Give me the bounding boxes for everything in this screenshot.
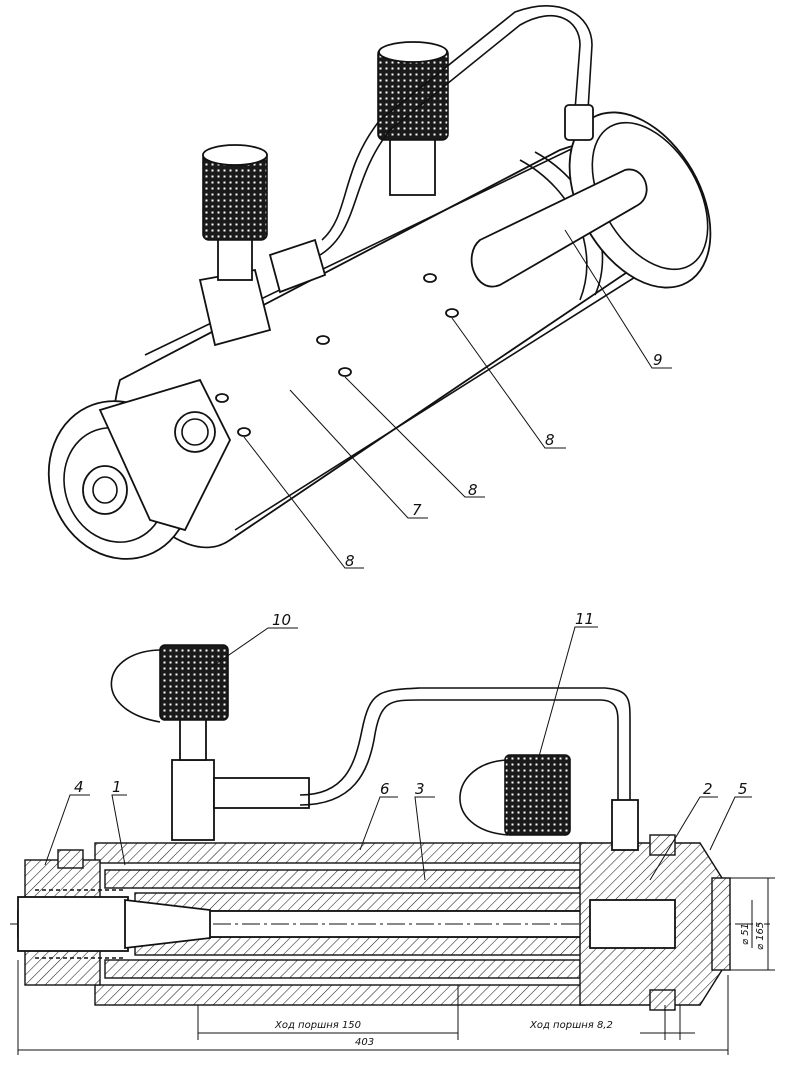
dim-label-overall: 403 xyxy=(355,1037,374,1048)
left-end-bore xyxy=(82,465,128,515)
piston-3-bottom xyxy=(104,959,581,979)
right-cap-bottom xyxy=(649,989,676,1011)
leader-3 xyxy=(414,796,435,881)
callout-8-a: 8 xyxy=(345,552,355,570)
cylinder-wall-bottom xyxy=(94,984,586,1006)
leader-10 xyxy=(209,627,298,669)
valve-10-guard xyxy=(110,649,163,723)
tube-end-fitting xyxy=(564,104,594,141)
callout-10: 10 xyxy=(272,611,291,629)
left-nut xyxy=(57,849,84,869)
dim-label-stroke-8-2: Ход поршня 8,2 xyxy=(529,1020,613,1031)
leader-2 xyxy=(649,796,718,881)
piston-3-top xyxy=(104,869,581,889)
valve-right-stem xyxy=(389,134,436,196)
callout-7: 7 xyxy=(412,501,422,519)
callout-5: 5 xyxy=(738,780,748,798)
dim-label-dia-outer: ⌀ 165 xyxy=(755,922,766,950)
callout-9: 9 xyxy=(653,351,663,369)
hole-upper-2 xyxy=(423,273,437,283)
callout-2: 2 xyxy=(703,780,713,798)
leader-9 xyxy=(564,229,672,369)
right-flange xyxy=(711,877,731,971)
valve-11-guard xyxy=(459,759,509,836)
callout-6: 6 xyxy=(380,780,390,798)
rod-top xyxy=(134,892,596,912)
flange-port xyxy=(174,411,216,453)
valve-10-knob xyxy=(159,644,229,721)
valve-right-cap xyxy=(378,41,448,63)
dim-label-dia-inner: ⌀ 51 xyxy=(740,923,751,945)
piston-rod-9 xyxy=(470,168,648,288)
isometric-view: 9 8 8 7 8 xyxy=(47,5,712,570)
section-view: 10 11 4 1 6 3 2 5 Ход поршня 150 Ход пор… xyxy=(10,610,775,1055)
hole-upper-3 xyxy=(215,393,229,403)
leader-5 xyxy=(709,796,752,851)
valve-10-stem xyxy=(179,714,207,761)
leader-6 xyxy=(359,796,398,851)
cone-insert xyxy=(124,898,211,950)
leader-8-a xyxy=(243,436,364,569)
hole-8-b xyxy=(338,367,352,377)
callout-11: 11 xyxy=(575,610,594,628)
cylinder-bottom-edge xyxy=(234,254,671,531)
valve-10-body xyxy=(171,759,215,841)
section-tube-outer xyxy=(299,687,631,840)
leader-8-c xyxy=(451,317,566,449)
tube-down-fitting xyxy=(611,799,639,851)
right-cap-top xyxy=(649,834,676,856)
leader-4 xyxy=(44,794,90,866)
right-piston-2 xyxy=(589,899,676,949)
bent-tube-outer xyxy=(319,14,581,256)
left-end-bore-inner xyxy=(92,476,118,504)
callout-1: 1 xyxy=(112,778,122,796)
tube-fitting xyxy=(268,238,327,294)
hole-8-c xyxy=(445,308,459,318)
leader-11 xyxy=(537,626,598,761)
callout-8-c: 8 xyxy=(545,431,555,449)
valve-left-cap xyxy=(202,144,268,166)
callout-4: 4 xyxy=(74,778,84,796)
left-bore xyxy=(17,896,129,952)
leader-7 xyxy=(289,389,428,519)
callout-8-b: 8 xyxy=(468,481,478,499)
section-tube-inner xyxy=(299,699,619,840)
leader-8-b xyxy=(344,376,485,498)
hole-upper-1 xyxy=(316,335,330,345)
flange-port-inner xyxy=(181,418,209,446)
bent-tube-inner xyxy=(321,5,593,241)
cylinder-wall-top xyxy=(94,842,586,864)
rod-bottom xyxy=(134,936,596,956)
leader-1 xyxy=(111,794,127,866)
dim-label-stroke-150: Ход поршня 150 xyxy=(274,1020,361,1031)
fitting-horizontal xyxy=(213,777,310,809)
hole-8-a xyxy=(237,427,251,437)
callout-3: 3 xyxy=(415,780,425,798)
valve-left-stem xyxy=(217,234,253,281)
valve-11-knob xyxy=(504,754,571,836)
